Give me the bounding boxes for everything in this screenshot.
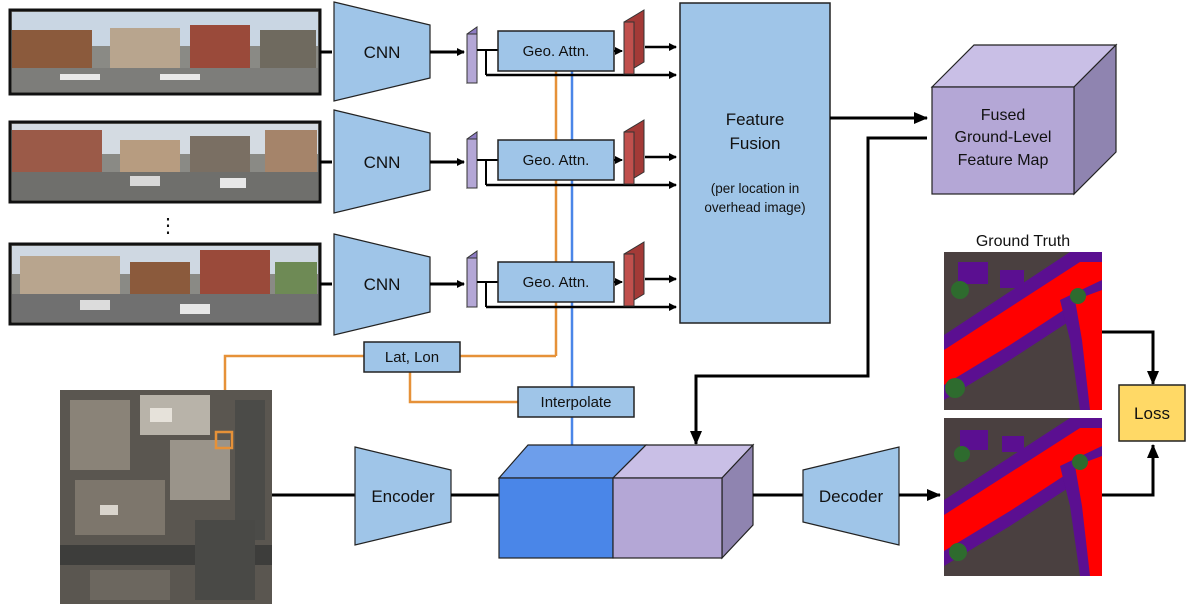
decoder-label: Decoder	[819, 487, 884, 506]
cnn-label-2: CNN	[364, 153, 401, 172]
fused-feature-map-cube: Fused Ground-Level Feature Map	[930, 43, 1118, 196]
cnn-block-1: CNN	[333, 1, 431, 102]
feature-fusion-title-1: Feature	[726, 110, 785, 129]
feature-fusion-sub-1: (per location in	[711, 181, 800, 196]
panorama-image-1	[8, 8, 322, 96]
geo-attn-box-2: Geo. Attn.	[497, 139, 615, 181]
encoder-block: Encoder	[354, 446, 452, 546]
cnn-label-3: CNN	[364, 275, 401, 294]
fused-map-line-3: Feature Map	[958, 152, 1049, 169]
latlon-to-interpolate-line	[408, 366, 518, 404]
ground-truth-segmentation	[944, 252, 1102, 410]
loss-label: Loss	[1134, 404, 1170, 423]
combined-feature-cube	[497, 443, 755, 560]
attended-feature-1	[623, 9, 645, 75]
fused-map-line-1: Fused	[981, 107, 1025, 124]
arrow-prediction-loss	[1102, 444, 1159, 497]
cnn-block-3: CNN	[333, 233, 431, 336]
decoder-block: Decoder	[802, 446, 900, 546]
cnn-label-1: CNN	[364, 43, 401, 62]
encoder-label: Encoder	[371, 487, 435, 506]
interpolate-label: Interpolate	[541, 394, 612, 411]
cnn-block-2: CNN	[333, 109, 431, 214]
connectors-row-3	[477, 275, 677, 311]
feature-slab-1	[466, 26, 478, 84]
feature-slab-2	[466, 131, 478, 189]
feature-fusion-title-2: Fusion	[729, 134, 780, 153]
predicted-segmentation	[944, 418, 1102, 576]
attended-feature-3	[623, 241, 645, 307]
geo-attn-label-2: Geo. Attn.	[523, 152, 590, 169]
arrow-fusedmap-cube	[690, 136, 927, 445]
panorama-image-2	[8, 120, 322, 204]
overhead-aerial-image	[60, 390, 272, 604]
feature-slab-3	[466, 250, 478, 308]
geo-attn-box-3: Geo. Attn.	[497, 261, 615, 303]
interpolate-box: Interpolate	[517, 386, 635, 418]
connectors-row-2	[477, 153, 677, 189]
geo-attn-label-3: Geo. Attn.	[523, 274, 590, 291]
ellipsis-marker: ⋮	[158, 215, 178, 237]
arrow-groundtruth-loss	[1102, 330, 1159, 385]
lat-lon-label: Lat, Lon	[385, 349, 439, 366]
lat-lon-box: Lat, Lon	[363, 341, 461, 373]
panorama-image-3	[8, 242, 322, 326]
connectors-row-1	[477, 43, 677, 79]
feature-fusion-box: Feature Fusion (per location in overhead…	[679, 2, 831, 324]
fused-map-line-2: Ground-Level	[955, 129, 1052, 146]
geo-attn-label-1: Geo. Attn.	[523, 43, 590, 60]
feature-fusion-sub-2: overhead image)	[704, 200, 805, 215]
ground-location-marker	[214, 430, 234, 450]
loss-box: Loss	[1118, 384, 1186, 442]
attended-feature-2	[623, 119, 645, 185]
geo-attn-box-1: Geo. Attn.	[497, 30, 615, 72]
ground-truth-title: Ground Truth	[976, 233, 1070, 250]
